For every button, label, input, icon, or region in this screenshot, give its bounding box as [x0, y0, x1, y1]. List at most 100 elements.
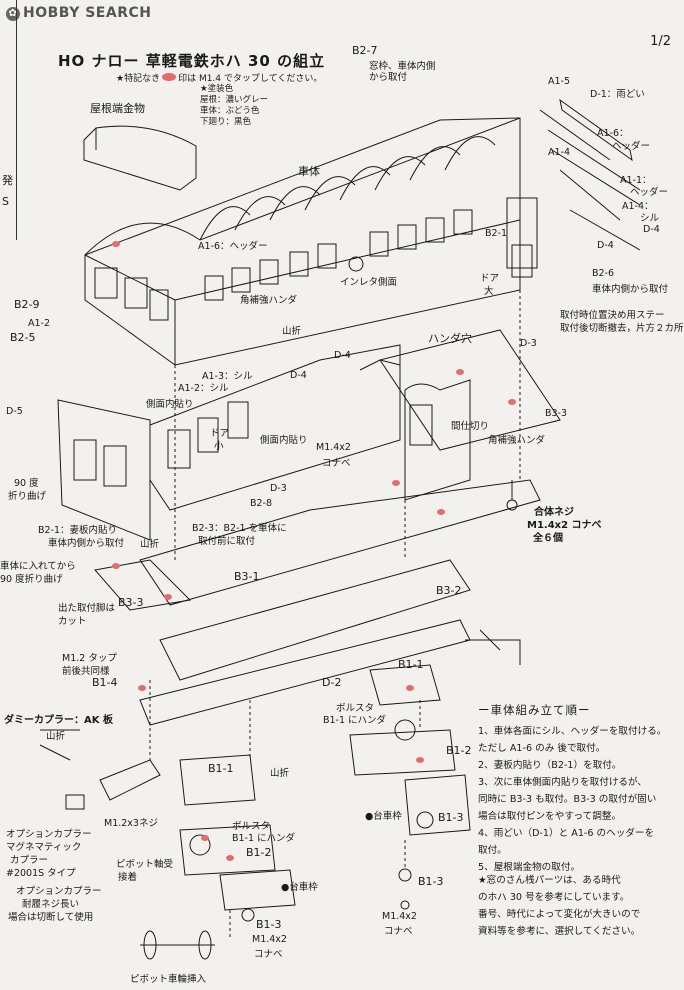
label-gattai-screw1: 合体ネジ	[534, 507, 574, 518]
label-a1-5: A1-5	[548, 76, 571, 87]
label-side-inner2: 側面内貼り	[260, 435, 308, 446]
label-insert-note1: 車体に入れてから	[0, 561, 76, 572]
label-stay-note1: 取付時位置決め用ステー	[560, 310, 665, 321]
label-a1-3-sill: A1-3：シル	[202, 371, 253, 382]
page-number: 1/2	[650, 34, 671, 49]
assembly-step-line: 5、屋根端金物の取付。	[478, 862, 581, 873]
label-b3-3-r: B3-3	[545, 408, 568, 419]
label-dummy-coupler: ダミーカプラー：AK 板	[4, 715, 113, 726]
label-m14x2-c: M1.4x2	[252, 934, 287, 945]
side-panel-b2-1	[506, 197, 538, 269]
partition-panel	[404, 379, 471, 501]
truck-part-b1-2-right	[349, 729, 456, 776]
assembly-step-line: 同時に B3-3 も取付。B3-3 の取付が固い	[478, 794, 657, 805]
note-line: ★窓のさん桟パーツは、ある時代	[478, 875, 621, 886]
note-line: 資料等を参考に、選択してください。	[478, 926, 641, 937]
truck-part-b1-2-left	[179, 824, 276, 876]
label-cut-note2: カット	[58, 616, 87, 627]
label-m12-tap1: M1.2 タップ	[62, 653, 117, 664]
label-yamaori-c: 山折	[46, 731, 66, 742]
assembly-steps: ー車体組み立て順ー 1、車体各面にシル、ヘッダーを取付ける。 ただし A1-6 …	[478, 702, 674, 876]
roof-end-cap	[83, 125, 197, 191]
truck-frame-left	[219, 869, 296, 911]
label-truck-frame-l: ●台車枠	[281, 882, 318, 893]
label-b2-3-note2: 取付前に取付	[198, 536, 256, 547]
label-door-small2: 小	[214, 441, 224, 452]
assembly-step-line: ただし A1-6 のみ 後で取付。	[478, 743, 606, 754]
label-b3-1: B3-1	[234, 570, 260, 583]
label-roof-end: 屋根端金物	[90, 102, 145, 115]
label-bend90: 90 度	[14, 478, 39, 489]
label-a1-4: A1-4	[548, 147, 571, 158]
subtitle-before: ★特記なき	[116, 74, 161, 84]
label-bolster-l2: B1-1 にハンダ	[232, 833, 296, 844]
label-b1-1-r: B1-1	[398, 658, 424, 671]
insulation-emblem-icon	[348, 256, 364, 272]
tap-marks	[112, 241, 516, 861]
label-side-inner: 側面内貼り	[146, 399, 194, 410]
label-a1-2: A1-2	[28, 318, 51, 329]
label-door-big: ドア	[480, 273, 500, 284]
label-bolster-r2: B1-1 にハンダ	[323, 715, 387, 726]
label-b3-2: B3-2	[436, 584, 462, 597]
label-partition: 間仕切り	[451, 421, 490, 432]
label-b2-7: B2-7	[352, 44, 378, 57]
assembly-step-line: 取付。	[478, 845, 507, 856]
floor-plate-b3-2	[159, 559, 471, 681]
floor-plate-b3-3-right	[379, 329, 561, 451]
label-d4-c: D-4	[334, 350, 351, 361]
assembly-step-line: 場合は取付ピンをやすって調整。	[478, 811, 622, 822]
label-b2-7-note1: 窓枠、車体内側	[369, 61, 436, 72]
label-b2-3-note1: B2-3：B2-1 を車体に	[192, 523, 287, 534]
note-line: のホハ 30 号を参考にしています。	[478, 892, 630, 903]
tap-mark-icon	[162, 73, 177, 81]
floor-plate-b3-3-left	[94, 559, 192, 611]
label-b2-5: B2-5	[10, 331, 36, 344]
paint-line-body: 車体：ぶどう色	[200, 106, 260, 116]
label-m12-tap2: 前後共同様	[62, 666, 110, 677]
label-m14x2: M1.4x2	[316, 442, 351, 453]
label-opt-coupler2: マグネマティック	[6, 842, 82, 853]
label-pivot-bearing1: ピボット軸受	[116, 859, 174, 870]
label-b1-2-l: B1-2	[246, 846, 272, 859]
body-windows	[94, 209, 473, 321]
label-yamaori-b: 山折	[140, 539, 160, 550]
label-b2-1-note1: B2-1：妻板内貼り	[38, 525, 118, 536]
label-b2-9: B2-9	[14, 298, 40, 311]
option-coupler	[99, 759, 161, 801]
label-b2-6-note: 車体内側から取付	[592, 284, 669, 295]
label-gattai-screw3: 全６個	[533, 533, 563, 544]
truck-part-b1-1-left	[179, 754, 256, 806]
label-stay-note2: 取付後切断撤去，片方２カ所	[560, 323, 684, 334]
paint-line-under: 下廻り：黒色	[200, 117, 252, 127]
bend-detail-sketch	[465, 629, 521, 665]
label-b3-3-l: B3-3	[118, 596, 144, 609]
label-konabe-b: コナベ	[384, 926, 413, 937]
label-b1-3-r: B1-3	[438, 811, 464, 824]
gutter-strip-d1	[559, 98, 633, 162]
label-m12x3: M1.2x3ネジ	[104, 818, 158, 829]
window-parts-note: ★窓のさん桟パーツは、ある時代 のホハ 30 号を参考にしています。 番号、時代…	[478, 872, 674, 940]
paint-heading: ★塗装色	[200, 84, 234, 94]
left-margin-rule	[0, 0, 17, 240]
side-fragment-2: S	[2, 195, 9, 208]
label-solder-hole: ハンダ穴	[428, 332, 472, 345]
truck-frame-right	[404, 774, 471, 836]
label-d5: D-5	[6, 406, 23, 417]
label-b1-4: B1-4	[92, 676, 118, 689]
label-b2-8: B2-8	[250, 498, 273, 509]
label-d4-a: D-4	[643, 224, 660, 235]
dummy-coupler-plate	[65, 794, 85, 810]
label-truck-frame-r: ●台車枠	[365, 811, 402, 822]
label-b2-7-note2: から取付	[369, 72, 408, 83]
assembly-step-line: 3、次に車体側面内貼りを取付けるが、	[478, 777, 648, 788]
gattai-screw-icon	[506, 499, 518, 511]
label-pivot-insert: ピボット車輪挿入	[130, 974, 207, 985]
label-door-big2: 大	[484, 286, 494, 297]
label-bolster-l1: ボルスタ	[232, 821, 271, 832]
label-header-r2: ヘッダー	[630, 187, 669, 198]
label-gattai-screw2: M1.4x2 コナベ	[527, 520, 602, 531]
label-opt-coupler4: #2001S タイプ	[6, 868, 76, 879]
label-a1-1: A1-1：	[620, 175, 652, 186]
label-bolster-r1: ボルスタ	[336, 703, 375, 714]
